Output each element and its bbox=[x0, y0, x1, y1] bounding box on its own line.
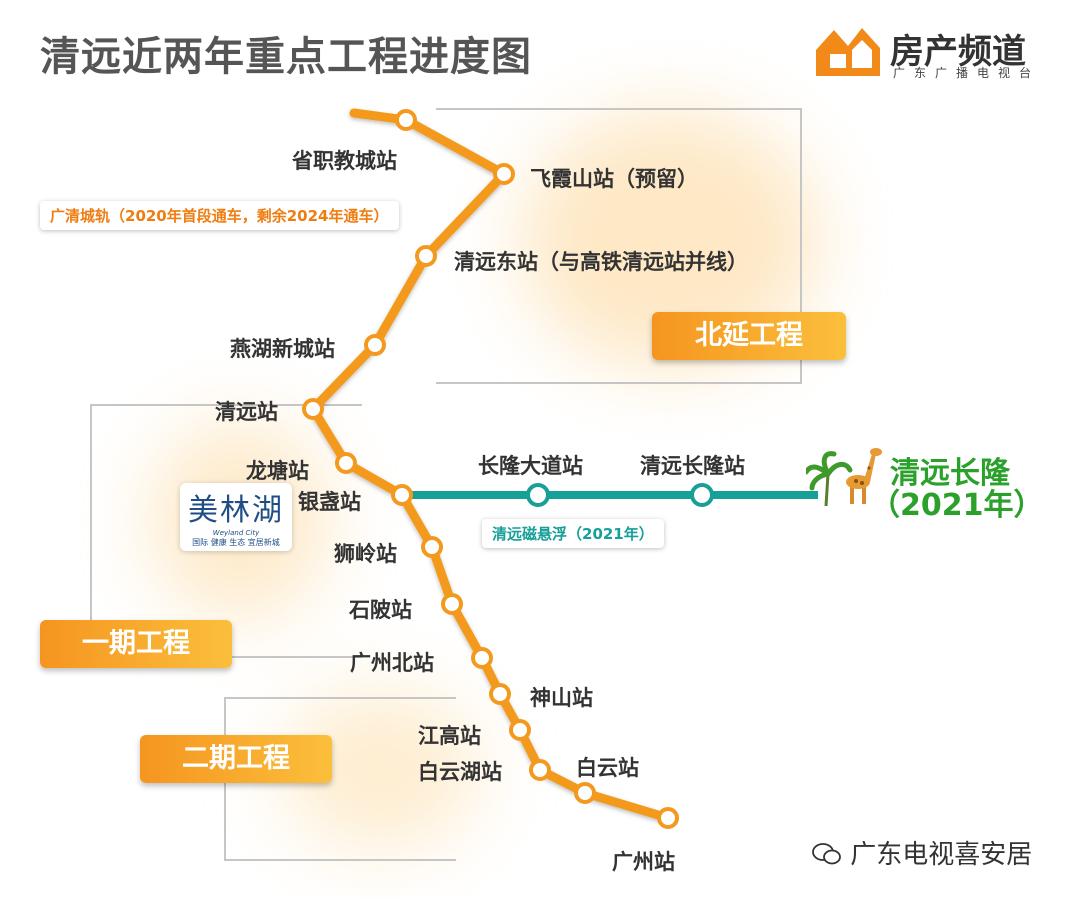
station-shengzhi: 省职教城站 bbox=[292, 149, 397, 173]
station-longtang: 龙塘站 bbox=[246, 459, 309, 483]
dot-changlong-avenue bbox=[526, 483, 550, 507]
watermark-text: 广东电视喜安居 bbox=[850, 840, 1033, 870]
dot-qingyuan-east bbox=[415, 245, 437, 267]
meilinhu-logo: 美林湖 Weyland City 国际 健康 生态 宜居新城 bbox=[180, 483, 292, 551]
station-baiyun: 白云站 bbox=[576, 756, 639, 780]
dot-yanhu bbox=[364, 334, 386, 356]
station-yinzhan: 银盏站 bbox=[298, 490, 361, 514]
wechat-icon bbox=[812, 840, 850, 870]
dot-shiling bbox=[421, 536, 443, 558]
station-qingyuan-changlong: 清远长隆站 bbox=[640, 454, 745, 478]
north-bracket bbox=[436, 108, 802, 384]
guangqing-note: 广清城轨（2020年首段通车，剩余2024年通车） bbox=[40, 201, 399, 230]
station-shiling: 狮岭站 bbox=[334, 542, 397, 566]
brand-name: 房产频道 bbox=[890, 32, 1026, 72]
dot-shengzhi bbox=[395, 109, 417, 131]
station-changlong-avenue: 长隆大道站 bbox=[478, 454, 583, 478]
house-logo-icon bbox=[812, 20, 884, 80]
watermark: 广东电视喜安居 bbox=[812, 834, 1032, 871]
dot-yinzhan bbox=[391, 484, 413, 506]
dot-guangzhou-north bbox=[471, 647, 493, 669]
dot-qingyuan-changlong bbox=[690, 483, 714, 507]
meilinhu-name: 美林湖 bbox=[188, 493, 284, 528]
giraffe-palm-icon bbox=[803, 444, 886, 508]
dot-qingyuan bbox=[302, 398, 324, 420]
meilinhu-slogan: 国际 健康 生态 宜居新城 bbox=[192, 538, 280, 547]
station-qingyuan: 清远站 bbox=[215, 400, 278, 424]
phase2-tag: 二期工程 bbox=[140, 735, 332, 783]
dot-feixia bbox=[493, 163, 515, 185]
maglev-dots bbox=[526, 483, 714, 507]
destination-name: 清远长隆 bbox=[890, 456, 1010, 491]
dot-guangzhou bbox=[657, 807, 679, 829]
phase1-tag: 一期工程 bbox=[40, 620, 232, 668]
meilinhu-en: Weyland City bbox=[212, 529, 260, 537]
dot-baiyun bbox=[574, 782, 596, 804]
station-guangzhou-north: 广州北站 bbox=[350, 651, 434, 675]
brand-sub: 广东广播电视台 bbox=[893, 66, 1041, 80]
page-title: 清远近两年重点工程进度图 bbox=[40, 34, 532, 80]
dot-shiqiao bbox=[441, 593, 463, 615]
station-baiyunhu: 白云湖站 bbox=[418, 760, 502, 784]
dot-shenshan bbox=[489, 683, 511, 705]
station-shiqiao: 石陂站 bbox=[349, 598, 412, 622]
dot-baiyunhu bbox=[529, 759, 551, 781]
station-feixia: 飞霞山站（预留） bbox=[530, 167, 698, 191]
station-qingyuan-east: 清远东站（与高铁清远站并线） bbox=[454, 250, 748, 274]
station-yanhu: 燕湖新城站 bbox=[230, 337, 335, 361]
maglev-note: 清远磁悬浮（2021年） bbox=[482, 519, 664, 548]
dot-jianggao bbox=[509, 719, 531, 741]
station-dots bbox=[302, 109, 679, 829]
station-guangzhou: 广州站 bbox=[612, 850, 675, 874]
dot-longtang bbox=[335, 452, 357, 474]
station-jianggao: 江高站 bbox=[418, 724, 481, 748]
station-shenshan: 神山站 bbox=[530, 686, 593, 710]
destination-year: （2021年） bbox=[870, 488, 1044, 523]
phase-north-tag: 北延工程 bbox=[652, 312, 846, 360]
guangqing-line bbox=[308, 108, 673, 823]
